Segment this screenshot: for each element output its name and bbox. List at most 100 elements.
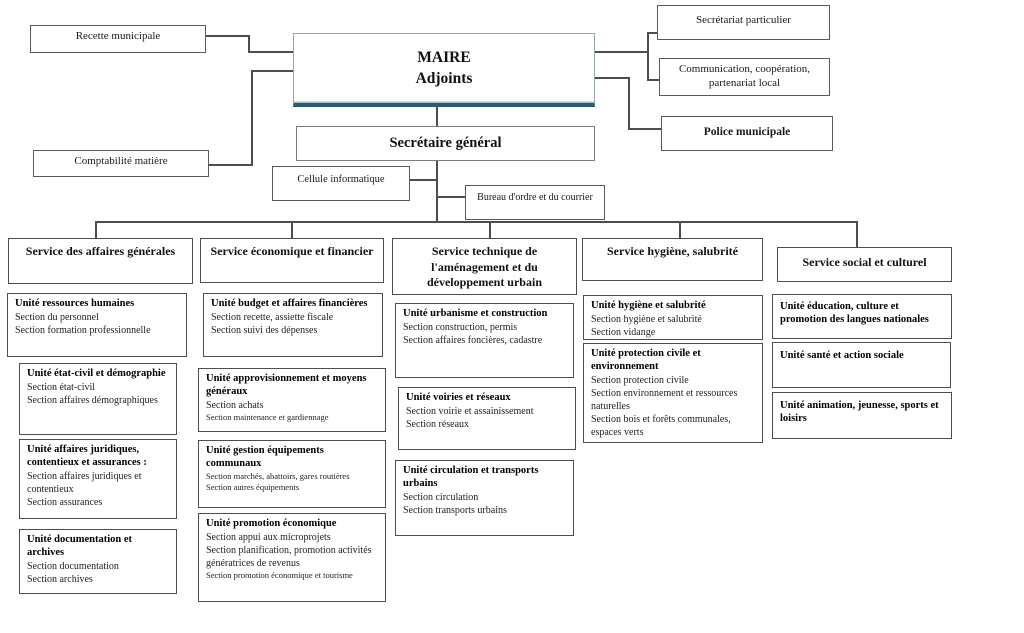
police-municipale-label: Police municipale	[703, 126, 791, 138]
unit-title: Unité santé et action sociale	[780, 350, 904, 361]
bureau-ordre-courrier-label: Bureau d'ordre et du courrier	[477, 192, 593, 203]
unit-protection-civile-environnement: Unité protection civile et environnement…	[583, 343, 763, 443]
secretariat-particulier-label: Secrétariat particulier	[696, 14, 791, 26]
service-header-label: Service des affaires générales	[25, 244, 176, 258]
unit-title: Unité gestion équipements communaux	[206, 445, 324, 469]
comptabilite-matiere-label: Comptabilité matière	[74, 155, 168, 167]
unit-section: Section circulation	[403, 491, 479, 503]
connector-bus	[95, 221, 858, 223]
communication-label: Communication, coopération, partenariat …	[678, 63, 811, 89]
unit-section: Section environnement et ressources natu…	[591, 387, 738, 412]
unit-title: Unité état-civil et démographie	[27, 368, 166, 379]
secretariat-particulier-box: Secrétariat particulier	[657, 5, 830, 40]
unit-section: Section état-civil	[27, 381, 96, 393]
unit-voiries-reseaux: Unité voiries et réseaux Section voirie …	[398, 387, 576, 450]
unit-sante-action-sociale: Unité santé et action sociale	[772, 342, 951, 388]
service-header-label: Service hygiène, salubrité	[607, 244, 738, 258]
unit-title: Unité approvisionnement et moyens généra…	[206, 373, 367, 397]
unit-section: Section appui aux microprojets	[206, 531, 331, 543]
unit-title: Unité voiries et réseaux	[406, 392, 511, 403]
unit-section: Section marchés, abattoirs, gares routiè…	[206, 470, 350, 481]
connector-sg-bus	[436, 161, 438, 222]
unit-etat-civil-demographie: Unité état-civil et démographie Section …	[19, 363, 177, 435]
unit-title: Unité hygiène et salubrité	[591, 300, 706, 311]
connector-police-v	[628, 77, 630, 130]
service-header-hygiene-salubrite: Service hygiène, salubrité	[582, 238, 763, 281]
unit-ressources-humaines: Unité ressources humaines Section du per…	[7, 293, 187, 357]
unit-approvisionnement-moyens: Unité approvisionnement et moyens généra…	[198, 368, 386, 432]
unit-hygiene-salubrite: Unité hygiène et salubrité Section hygiè…	[583, 295, 763, 340]
unit-section: Section documentation	[27, 560, 119, 572]
service-header-technique-urbain: Service technique de l'aménagement et du…	[392, 238, 577, 295]
unit-section: Section suivi des dépenses	[211, 324, 318, 336]
secretaire-general-label: Secrétaire général	[389, 135, 502, 151]
unit-section: Section réseaux	[406, 418, 470, 430]
unit-urbanisme-construction: Unité urbanisme et construction Section …	[395, 303, 574, 378]
connector-compta-v	[251, 70, 253, 166]
unit-education-culture-langues: Unité éducation, culture et promotion de…	[772, 294, 952, 339]
unit-affaires-juridiques: Unité affaires juridiques, contentieux e…	[19, 439, 177, 519]
connector-recette-h2	[248, 51, 294, 53]
connector-stub-service-3	[489, 221, 491, 238]
unit-gestion-equipements: Unité gestion équipements communaux Sect…	[198, 440, 386, 508]
connector-stub-service-2	[291, 221, 293, 238]
connector-right-h	[595, 51, 649, 53]
connector-police-h1	[595, 77, 630, 79]
unit-title: Unité protection civile et environnement	[591, 348, 701, 372]
connector-compta-h1	[208, 164, 253, 166]
connector-stub-service-1	[95, 221, 97, 238]
unit-section: Section transports urbains	[403, 504, 507, 516]
secretaire-general-box: Secrétaire général	[296, 126, 595, 161]
connector-maire-sg	[436, 107, 438, 126]
connector-recette-v	[248, 35, 250, 53]
unit-section: Section affaires foncières, cadastre	[403, 334, 543, 346]
unit-title: Unité circulation et transports urbains	[403, 465, 539, 489]
service-header-social-culturel: Service social et culturel	[777, 247, 952, 282]
unit-title: Unité animation, jeunesse, sports et loi…	[780, 400, 939, 424]
unit-section: Section affaires juridiques et contentie…	[27, 470, 142, 495]
connector-comm-h	[647, 79, 660, 81]
communication-box: Communication, coopération, partenariat …	[659, 58, 830, 96]
maire-title-line1: MAIRE	[417, 48, 471, 66]
unit-section: Section voirie et assainissement	[406, 405, 534, 417]
unit-section: Section vidange	[591, 326, 656, 338]
unit-title: Unité budget et affaires financières	[211, 298, 368, 309]
unit-documentation-archives: Unité documentation et archives Section …	[19, 529, 177, 594]
connector-right-v	[647, 32, 649, 81]
unit-section: Section assurances	[27, 496, 103, 508]
cellule-informatique-label: Cellule informatique	[297, 174, 385, 185]
service-header-affaires-generales: Service des affaires générales	[8, 238, 193, 284]
unit-section: Section promotion économique et tourisme	[206, 570, 353, 581]
connector-stub-service-4	[679, 221, 681, 238]
maire-title: MAIRE Adjoints	[416, 48, 473, 90]
recette-municipale-label: Recette municipale	[75, 30, 161, 42]
unit-section: Section formation professionnelle	[15, 324, 151, 336]
police-municipale-box: Police municipale	[661, 116, 833, 151]
unit-section: Section bois et forêts communales, espac…	[591, 414, 731, 439]
unit-section: Section du personnel	[15, 311, 99, 323]
unit-title: Unité éducation, culture et promotion de…	[780, 301, 929, 325]
comptabilite-matiere-box: Comptabilité matière	[33, 150, 209, 177]
unit-section: Section autres équipements	[206, 482, 300, 493]
unit-title: Unité ressources humaines	[15, 298, 135, 309]
connector-stub-service-5	[856, 221, 858, 247]
maire-title-line2: Adjoints	[415, 69, 473, 87]
connector-bureau-h	[437, 196, 466, 198]
service-header-label: Service technique de l'aménagement et du…	[426, 244, 542, 290]
unit-animation-jeunesse-sports: Unité animation, jeunesse, sports et loi…	[772, 392, 952, 439]
unit-section: Section affaires démographiques	[27, 394, 158, 406]
unit-promotion-economique: Unité promotion économique Section appui…	[198, 513, 386, 602]
cellule-informatique-box: Cellule informatique	[272, 166, 410, 201]
unit-section: Section archives	[27, 573, 93, 585]
unit-section: Section achats	[206, 399, 264, 411]
connector-compta-h2	[251, 70, 294, 72]
unit-title: Unité urbanisme et construction	[403, 308, 548, 319]
maire-box: MAIRE Adjoints	[293, 33, 595, 107]
bureau-ordre-courrier-box: Bureau d'ordre et du courrier	[465, 185, 605, 220]
unit-section: Section construction, permis	[403, 321, 518, 333]
unit-section: Section maintenance et gardiennage	[206, 411, 329, 422]
connector-secpart-h	[647, 32, 658, 34]
unit-title: Unité promotion économique	[206, 518, 337, 529]
unit-budget-affaires-financieres: Unité budget et affaires financières Sec…	[203, 293, 383, 357]
